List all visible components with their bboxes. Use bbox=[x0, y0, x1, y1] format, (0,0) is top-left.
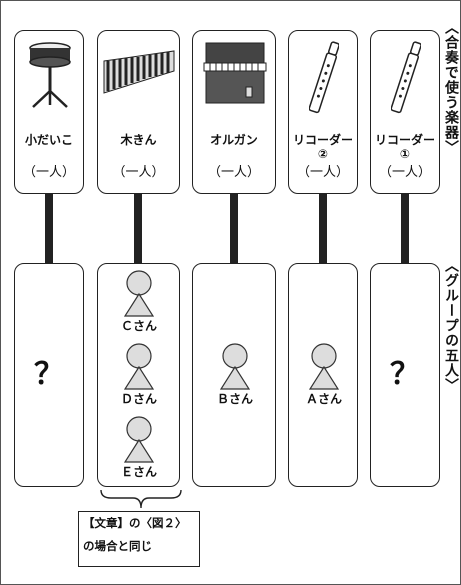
instrument-name: リコーダー ② bbox=[292, 133, 353, 161]
organ-icon bbox=[203, 42, 267, 104]
connector-bar bbox=[45, 194, 53, 263]
xylophone-icon bbox=[103, 50, 175, 94]
instrument-card-organ: オルガン （一人） bbox=[192, 30, 276, 194]
person-c: Ｃさん bbox=[114, 270, 164, 342]
person-b: Ｂさん bbox=[210, 343, 260, 415]
person-label: Ｅさん bbox=[120, 465, 157, 479]
instrument-count: （一人） bbox=[378, 165, 431, 180]
unknown-member-mark: ？ bbox=[390, 357, 420, 392]
member-card-2: Ｃさん Ｄさん Ｅさん bbox=[97, 263, 180, 487]
note-box: 【文章】の〈図２〉 の場合と同じ bbox=[78, 511, 200, 567]
connector-bar bbox=[319, 194, 327, 263]
recorder-icon bbox=[391, 41, 421, 114]
connector-bar bbox=[134, 194, 142, 263]
member-card-4: Ａさん bbox=[288, 263, 358, 487]
instrument-count: （一人） bbox=[207, 165, 260, 180]
instrument-name: 小だいこ bbox=[24, 133, 73, 147]
instrument-card-recorder-2: リコーダー ② （一人） bbox=[288, 30, 358, 194]
person-label: Ｃさん bbox=[120, 319, 157, 333]
brace-icon bbox=[100, 489, 182, 509]
note-line-1: 【文章】の〈図２〉 bbox=[83, 516, 187, 530]
person-e: Ｅさん bbox=[114, 416, 164, 488]
person-d: Ｄさん bbox=[114, 343, 164, 415]
person-a: Ａさん bbox=[299, 343, 349, 415]
instrument-count: （一人） bbox=[296, 165, 349, 180]
instrument-name: 木きん bbox=[120, 133, 157, 147]
person-label: Ｄさん bbox=[120, 392, 157, 406]
instrument-name: オルガン bbox=[210, 133, 258, 147]
person-label: Ｂさん bbox=[216, 392, 253, 406]
instrument-count: （一人） bbox=[112, 165, 165, 180]
instrument-card-xylophone: 木きん （一人） bbox=[97, 30, 180, 194]
note-line-2: の場合と同じ bbox=[83, 539, 152, 553]
connector-bar bbox=[230, 194, 238, 263]
member-card-5: ？ bbox=[370, 263, 440, 487]
unknown-member-mark: ？ bbox=[34, 357, 64, 392]
snare-drum-icon bbox=[29, 42, 71, 108]
heading-members: 〈グループの五人〉 bbox=[443, 258, 459, 393]
instrument-count: （一人） bbox=[22, 165, 75, 180]
member-card-1: ？ bbox=[14, 263, 84, 487]
heading-instruments: 〈合奏で使う楽器〉 bbox=[443, 20, 459, 155]
instrument-name: リコーダー ① bbox=[374, 133, 435, 161]
person-label: Ａさん bbox=[305, 392, 342, 406]
recorder-icon bbox=[309, 41, 339, 114]
instrument-card-snare-drum: 小だいこ （一人） bbox=[14, 30, 84, 194]
connector-bar bbox=[401, 194, 409, 263]
instrument-card-recorder-1: リコーダー ① （一人） bbox=[370, 30, 440, 194]
member-card-3: Ｂさん bbox=[192, 263, 276, 487]
